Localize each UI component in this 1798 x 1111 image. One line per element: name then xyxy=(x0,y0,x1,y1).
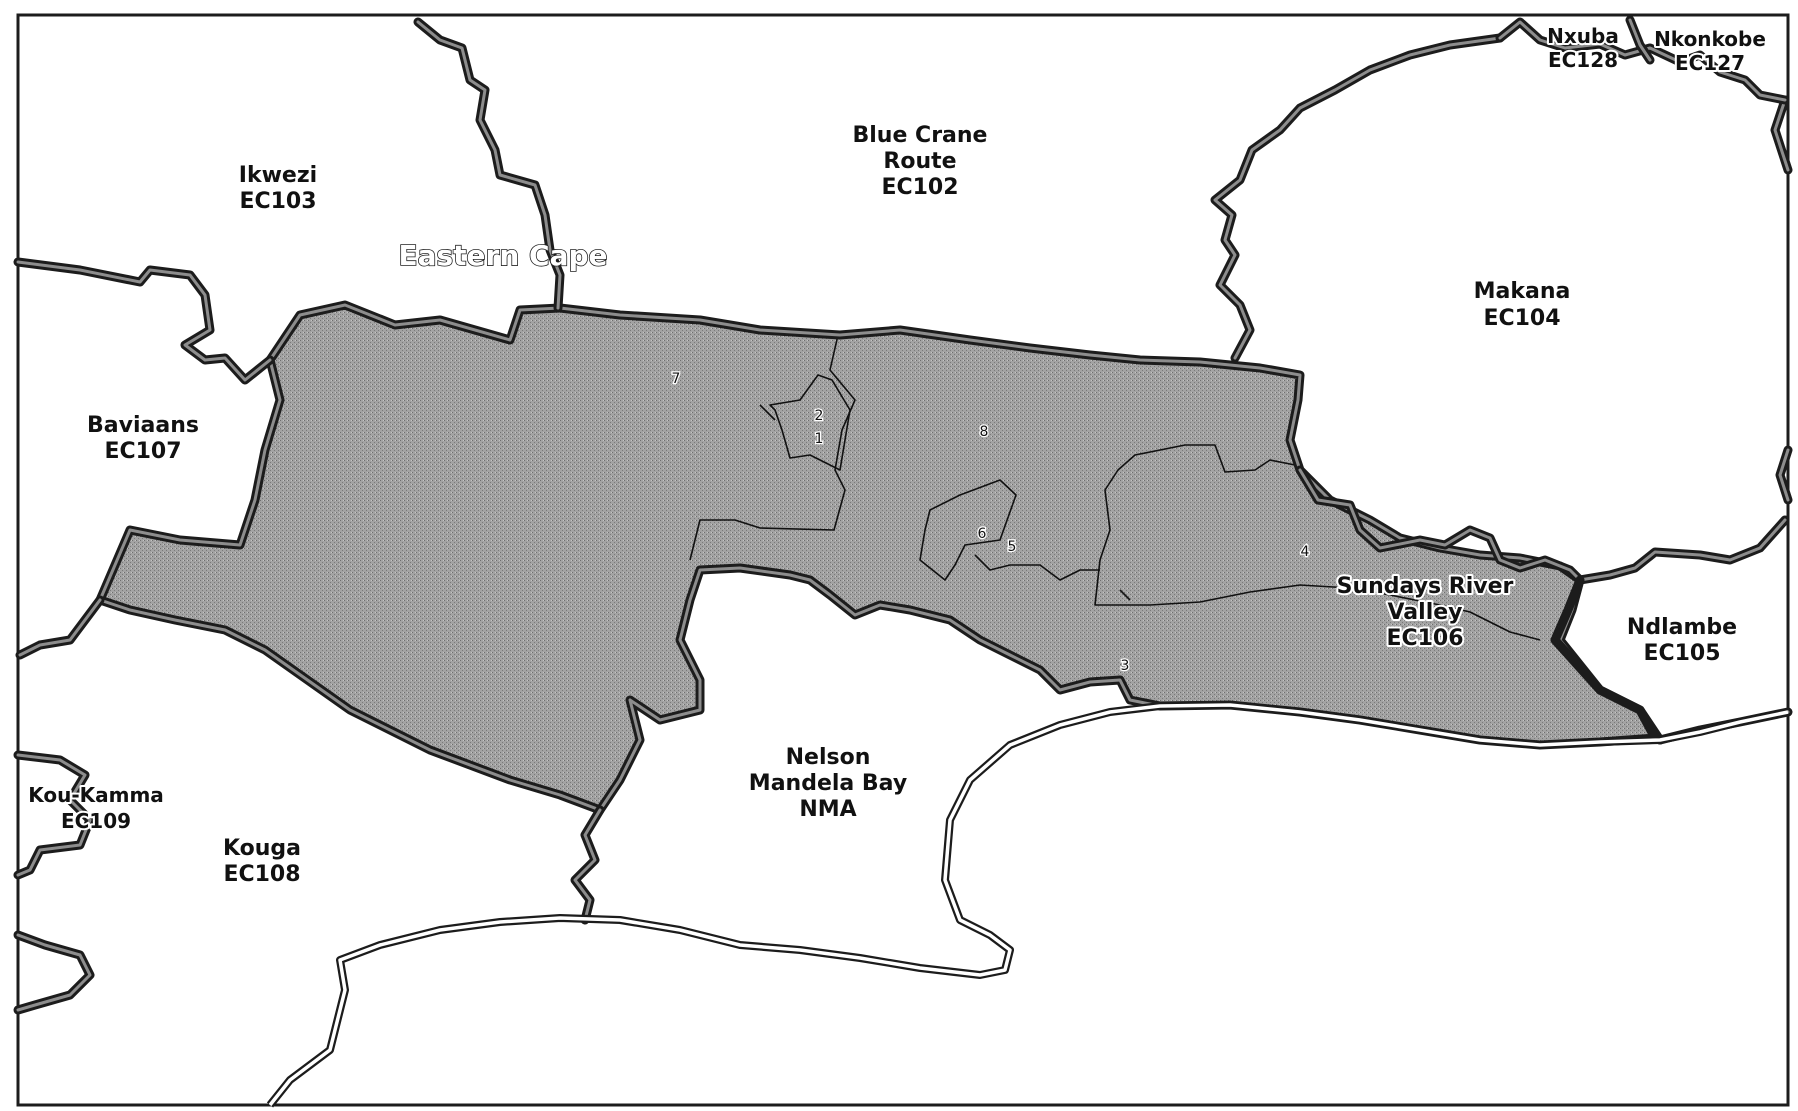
label-ndlambe-name[interactable]: Ndlambe xyxy=(1625,613,1739,642)
label-nkonkobe-name[interactable]: Nkonkobe xyxy=(1652,25,1768,53)
label-blue-crane-name-1[interactable]: Blue Crane xyxy=(851,121,990,150)
ward-label-8[interactable]: 8 xyxy=(978,423,989,442)
label-nxuba-code: EC128 xyxy=(1548,48,1618,72)
label-blue-crane-code: EC102 xyxy=(881,175,958,200)
label-sundays-river-name-2: Valley xyxy=(1387,600,1462,625)
ward-label-3[interactable]: 3 xyxy=(1119,657,1130,676)
label-ikwezi-code: EC103 xyxy=(239,189,316,214)
label-baviaans-code: EC107 xyxy=(104,439,181,464)
label-kou-kamma-name[interactable]: Kou-Kamma xyxy=(26,781,166,809)
ward-label-5[interactable]: 5 xyxy=(1006,538,1017,557)
label-nelson-mandela-name-1[interactable]: Nelson xyxy=(784,743,873,772)
label-ndlambe-code: EC105 xyxy=(1643,641,1720,666)
label-nelson-mandela-name-2: Mandela Bay xyxy=(749,771,907,796)
ward-label-6[interactable]: 6 xyxy=(976,525,988,544)
label-blue-crane-name-2: Route xyxy=(883,149,956,174)
ward-label-4[interactable]: 4 xyxy=(1299,543,1311,562)
ward-labels: 1 2 3 4 5 6 7 8 xyxy=(670,370,1311,676)
highlighted-municipality-area[interactable] xyxy=(100,305,1655,810)
label-kou-kamma-code: EC109 xyxy=(61,809,131,833)
label-sundays-river-code: EC106 xyxy=(1386,626,1463,651)
label-baviaans-name[interactable]: Baviaans xyxy=(85,411,201,440)
label-nelson-mandela-code: NMA xyxy=(799,797,856,822)
ward-label-2[interactable]: 2 xyxy=(813,407,824,426)
label-sundays-river-name-1[interactable]: Sundays River xyxy=(1335,572,1516,601)
label-kouga-code: EC108 xyxy=(223,862,300,887)
ward-label-1[interactable]: 1 xyxy=(813,430,824,449)
label-nxuba-name[interactable]: Nxuba xyxy=(1545,22,1621,50)
label-ikwezi-name[interactable]: Ikwezi xyxy=(237,161,319,190)
province-label: Eastern Cape xyxy=(398,239,607,272)
municipality-labels: Ikwezi EC103 Blue Crane Route EC102 East… xyxy=(26,22,1768,889)
coastline xyxy=(266,701,1789,1108)
label-makana-code: EC104 xyxy=(1483,306,1560,331)
ward-boundaries xyxy=(689,334,1541,641)
label-nkonkobe-code: EC127 xyxy=(1675,51,1745,75)
label-kouga-name[interactable]: Kouga xyxy=(221,834,303,863)
label-makana-name[interactable]: Makana xyxy=(1472,277,1573,306)
ward-label-7[interactable]: 7 xyxy=(670,370,681,389)
